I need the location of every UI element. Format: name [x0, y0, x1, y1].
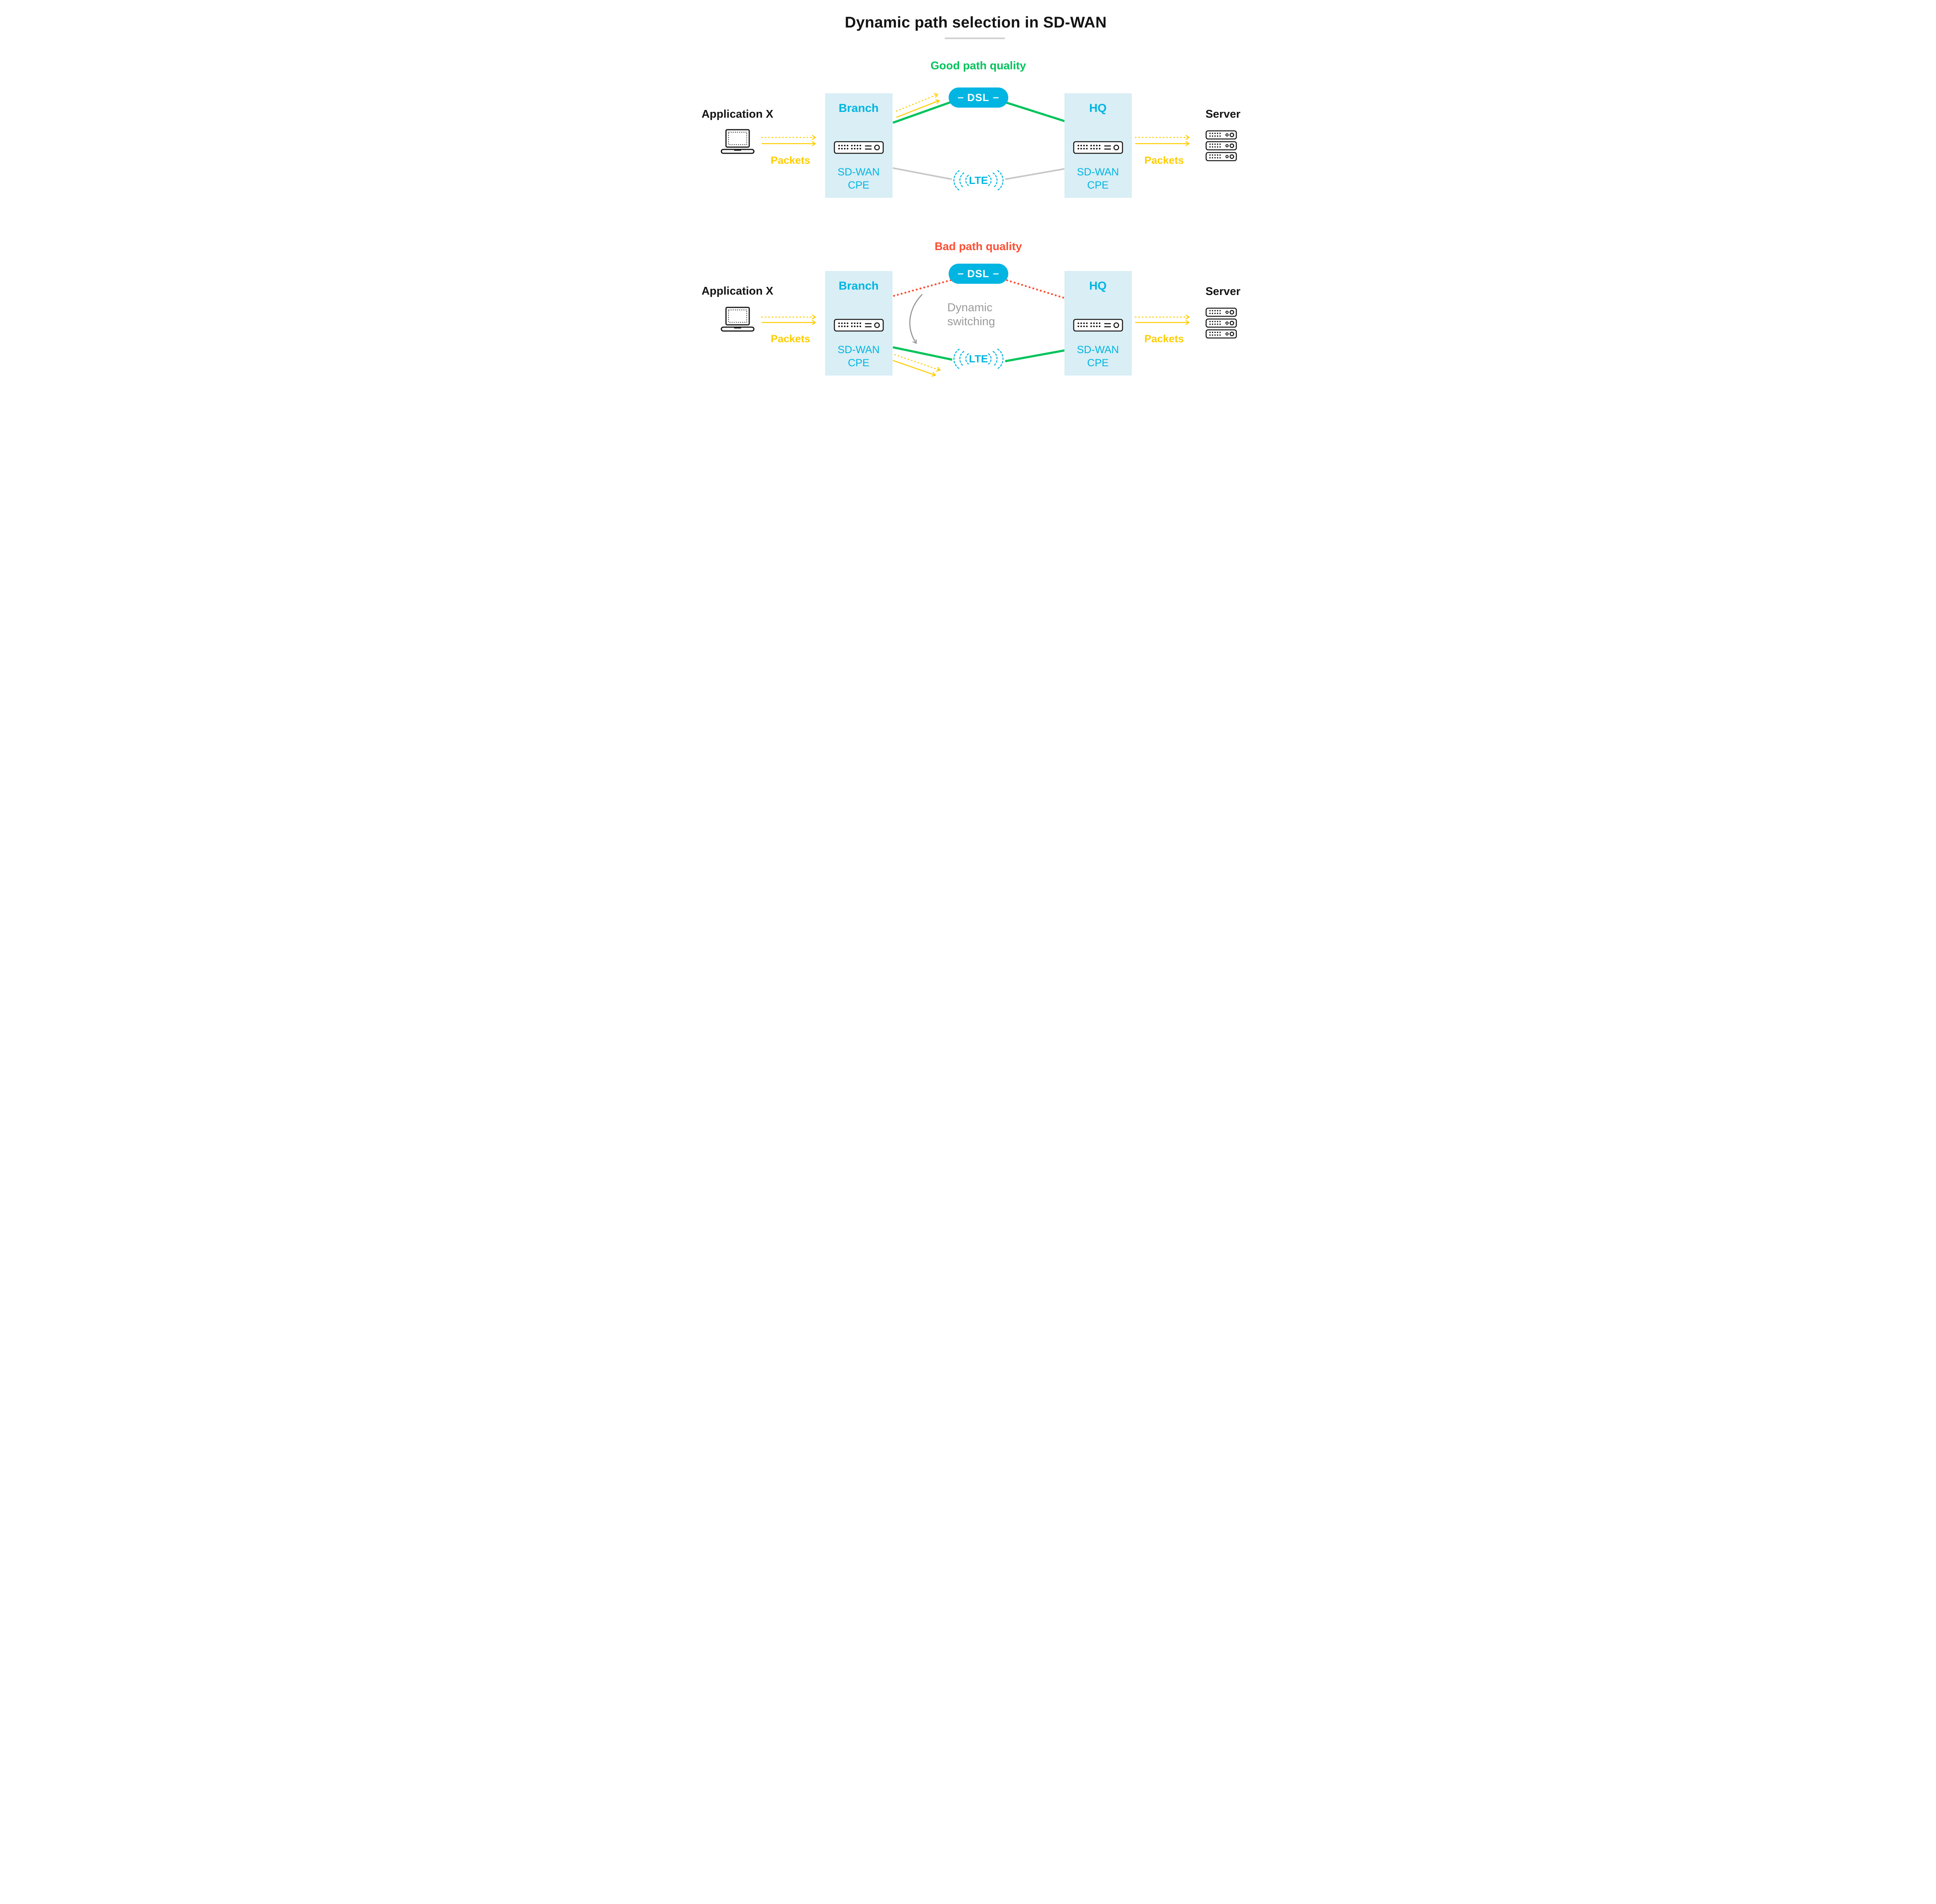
good-branch-lte-gray-line: [892, 167, 952, 180]
router-icon: [834, 319, 884, 332]
hq-device-label: SD-WAN CPE: [1077, 344, 1119, 369]
hq-box-bad: HQ SD-WAN CPE: [1064, 271, 1132, 376]
hq-title: HQ: [1089, 280, 1107, 292]
dsl-node-bad: DSL: [948, 264, 1008, 284]
packets-in-label-bad: Packets: [771, 333, 810, 345]
hq-device-label: SD-WAN CPE: [1077, 166, 1119, 191]
application-label-bad: Application X: [701, 285, 774, 297]
server-label-good: Server: [1205, 108, 1241, 120]
server-label-bad: Server: [1205, 285, 1241, 298]
dsl-node-good: DSL: [948, 87, 1008, 108]
branch-device-label: SD-WAN CPE: [838, 344, 880, 369]
bad-branch-lte-solid-arrow: [892, 360, 936, 377]
branch-title: Branch: [838, 102, 879, 115]
packets-in-label-good: Packets: [771, 154, 810, 166]
branch-device-label: SD-WAN CPE: [838, 166, 880, 191]
dsl-dash-right: [993, 273, 999, 274]
dsl-dash-left: [958, 97, 963, 98]
dsl-dash-right: [993, 97, 999, 98]
good-branch-dsl-dotted-arrow: [896, 93, 938, 112]
packets-out-label-good: Packets: [1144, 154, 1184, 166]
bad-branch-lte-green-line: [892, 346, 953, 361]
server-stack-icon: [1205, 307, 1237, 339]
bad-lte-hq-green-line: [1005, 349, 1065, 362]
dsl-label: DSL: [967, 91, 989, 103]
hq-title: HQ: [1089, 102, 1107, 115]
section-heading-good: Good path quality: [930, 60, 1026, 72]
application-label-good: Application X: [701, 108, 774, 120]
good-branch-dsl-green-line: [892, 101, 951, 124]
section-heading-bad: Bad path quality: [934, 240, 1022, 253]
packets-out-label-bad: Packets: [1144, 333, 1184, 345]
sd-wan-diagram: Dynamic path selection in SD-WAN Good pa…: [679, 0, 1257, 381]
branch-title: Branch: [838, 280, 879, 292]
bad-dsl-hq-red-dotted-line: [1006, 279, 1066, 299]
lte-label: LTE: [969, 353, 988, 365]
lte-label: LTE: [969, 175, 988, 186]
lte-radio-waves-icon: LTE: [953, 348, 1004, 369]
good-lte-hq-gray-line: [1005, 168, 1065, 180]
connector-lines-layer: [761, 93, 1189, 377]
router-icon: [834, 141, 884, 154]
bad-branch-dsl-red-dotted-line: [893, 278, 955, 297]
bad-branch-lte-dotted-arrow: [894, 354, 941, 372]
lte-radio-waves-icon: LTE: [953, 170, 1004, 191]
page-title: Dynamic path selection in SD-WAN: [844, 14, 1107, 31]
dsl-dash-left: [958, 273, 963, 274]
server-stack-icon: [1205, 130, 1237, 161]
title-underline: [944, 38, 1005, 39]
router-icon: [1073, 141, 1123, 154]
hq-box-good: HQ SD-WAN CPE: [1064, 93, 1132, 198]
laptop-icon: [721, 307, 754, 332]
branch-box-bad: Branch SD-WAN CPE: [825, 271, 892, 376]
laptop-icon: [721, 129, 754, 154]
dynamic-switching-curved-arrow: [909, 293, 923, 344]
dsl-label: DSL: [967, 268, 989, 280]
branch-box-good: Branch SD-WAN CPE: [825, 93, 892, 198]
good-dsl-hq-green-line: [1006, 101, 1065, 122]
good-branch-dsl-solid-arrow: [896, 99, 940, 118]
router-icon: [1073, 319, 1123, 332]
dynamic-switching-label: Dynamic switching: [947, 301, 995, 328]
